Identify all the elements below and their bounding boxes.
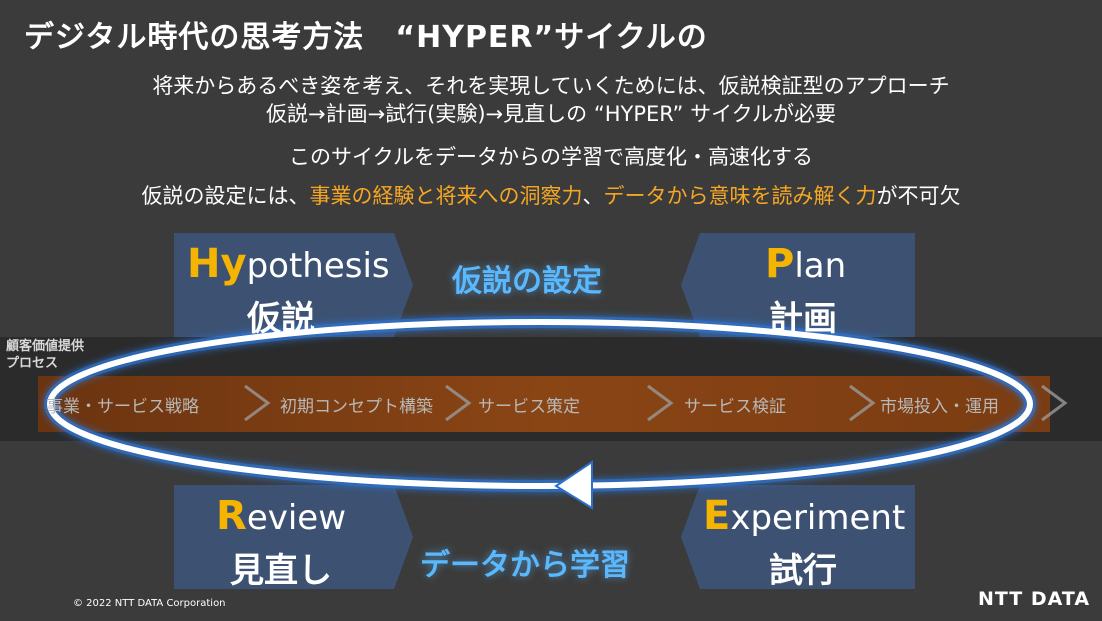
process-band-label-1: 顧客価値提供	[6, 339, 85, 354]
plan-word: Plan	[765, 241, 846, 287]
chevron-4	[849, 384, 876, 422]
stage-1: 事業・サービス戦略	[46, 397, 199, 417]
process-band-label-2: プロセス	[6, 356, 59, 371]
chevron-5	[1041, 384, 1068, 422]
stage-chevrons	[244, 384, 1068, 422]
intro-line-3: このサイクルをデータからの学習で高度化・高速化する	[289, 145, 813, 169]
box-plan-shape	[681, 233, 915, 337]
box-review: Review 見直し	[174, 485, 414, 591]
plan-ja: 計画	[769, 299, 837, 339]
copyright: © 2022 NTT DATA Corporation	[73, 598, 226, 609]
hypothesis-word: Hypothesis	[187, 241, 390, 287]
intro-line-4: 仮説の設定には、事業の経験と将来への洞察力、データから意味を読み解く力が不可欠	[0, 180, 1102, 210]
line4-highlight-2: データから意味を読み解く力	[603, 184, 877, 208]
stage-2: 初期コンセプト構築	[280, 397, 433, 417]
line4-highlight-1: 事業の経験と将来への洞察力	[309, 184, 583, 208]
chevron-3	[647, 384, 674, 422]
box-review-shape	[174, 485, 413, 589]
intro-line-1: 将来からあるべき姿を考え、それを実現していくためには、仮説検証型のアプローチ	[152, 74, 950, 98]
box-experiment-shape	[681, 485, 915, 589]
experiment-ja: 試行	[769, 551, 837, 591]
box-plan: Plan 計画	[681, 233, 915, 339]
line4-pre: 仮説の設定には、	[141, 184, 310, 208]
review-initial: R	[216, 493, 247, 539]
review-rest: eview	[246, 498, 347, 538]
hypothesis-rest: pothesis	[246, 246, 390, 286]
stage-5: 市場投入・運用	[880, 397, 999, 417]
hypothesis-ja: 仮説	[247, 299, 315, 339]
box-hypothesis: Hypothesis 仮説	[174, 233, 414, 339]
line4-post: が不可欠	[876, 184, 961, 208]
experiment-initial: E	[703, 493, 731, 539]
chevron-2	[445, 384, 472, 422]
plan-rest: lan	[794, 246, 847, 286]
box-experiment: Experiment 試行	[681, 485, 915, 591]
experiment-word: Experiment	[703, 493, 905, 539]
process-band-label: 顧客価値提供 プロセス	[6, 338, 84, 372]
plan-initial: P	[765, 241, 795, 287]
hypothesis-initial: Hy	[187, 241, 247, 287]
experiment-rest: xperiment	[730, 498, 906, 538]
phase-top-label: 仮説の設定	[452, 264, 602, 299]
line4-mid: 、	[582, 184, 604, 208]
stage-3: サービス策定	[478, 397, 580, 417]
review-ja: 見直し	[230, 551, 332, 591]
cycle-arrowhead	[554, 460, 593, 510]
cycle-ellipse-core	[47, 319, 1033, 489]
review-word: Review	[216, 493, 346, 539]
intro-line-2: 仮説→計画→試行(実験)→見直しの “HYPER” サイクルが必要	[265, 102, 837, 126]
box-hypothesis-shape	[174, 233, 413, 337]
phase-bottom-label: データから学習	[420, 548, 630, 583]
process-bar	[38, 376, 1050, 432]
chevron-1	[244, 384, 271, 422]
ntt-data-logo: NTT DATA	[978, 588, 1091, 610]
slide-title: デジタル時代の思考方法 “HYPER”サイクルの	[24, 20, 708, 55]
stage-4: サービス検証	[684, 397, 786, 417]
